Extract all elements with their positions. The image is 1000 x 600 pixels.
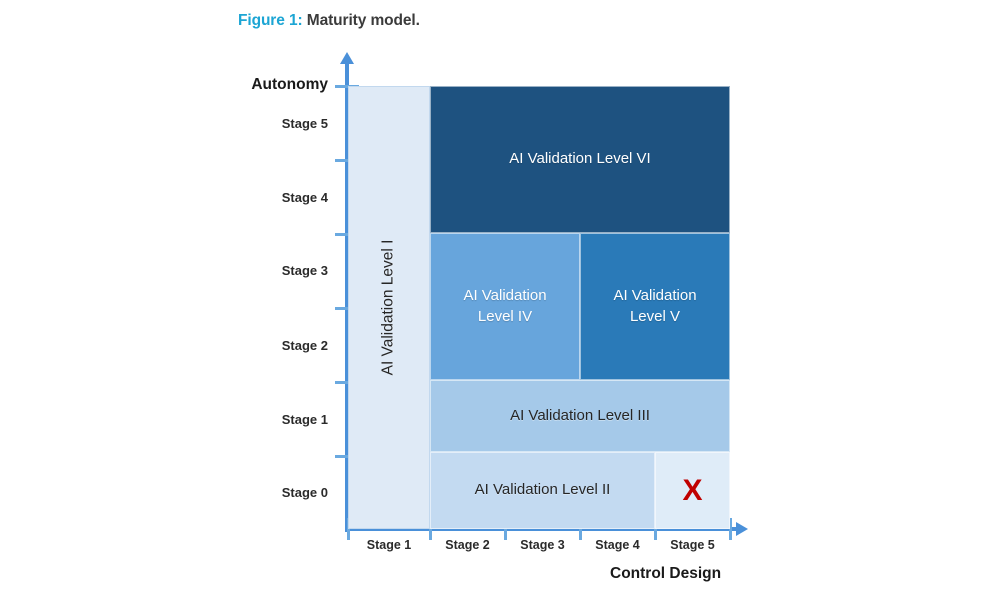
y-tick-stage3 (335, 307, 359, 310)
block-level-5-label-line1: AI Validation (613, 287, 697, 305)
y-axis-line (345, 62, 349, 532)
x-tick-label-stage1: Stage 1 (366, 538, 412, 552)
x-axis-line (346, 527, 738, 531)
y-axis-title: Autonomy (251, 76, 328, 93)
block-level-6-label: AI Validation Level VI (509, 150, 651, 168)
block-level-4-label: AI Validation Level IV (463, 286, 546, 327)
block-ai-validation-level-2[interactable]: AI Validation Level II (430, 452, 655, 529)
x-axis-arrow-icon (736, 522, 748, 536)
block-ai-validation-level-5[interactable]: AI Validation Level V (580, 233, 730, 380)
x-axis-title: Control Design (610, 565, 722, 582)
x-tick-label-stage3: Stage 3 (520, 538, 565, 552)
x-tick-label-stage5: Stage 5 (670, 538, 715, 552)
y-tick-stage2 (335, 381, 359, 384)
figure-caption: Figure 1: Maturity model. (238, 12, 420, 30)
figure-caption-label: Figure 1: (238, 12, 303, 29)
y-tick-label-stage0: Stage 0 (281, 485, 328, 500)
x-tick-label-stage2: Stage 2 (445, 538, 490, 552)
y-tick-label-stage4: Stage 4 (281, 190, 328, 205)
block-ai-validation-level-4[interactable]: AI Validation Level IV (430, 233, 580, 380)
y-tick-stage1 (335, 455, 359, 458)
x-tick-stage5 (729, 518, 732, 540)
block-level-2-label: AI Validation Level II (474, 481, 611, 499)
x-tick-stage4 (654, 518, 657, 540)
y-tick-label-stage3: Stage 3 (281, 263, 328, 278)
block-level-5-label: AI Validation Level V (613, 286, 696, 327)
block-excluded-cell[interactable]: X (655, 452, 730, 529)
y-axis-arrow-icon (340, 52, 354, 64)
block-level-1-label: AI Validation Level I (379, 239, 397, 376)
y-tick-stage4 (335, 233, 359, 236)
x-tick-label-stage4: Stage 4 (595, 538, 640, 552)
block-level-4-label-line2: Level IV (477, 307, 533, 325)
block-level-5-label-line2: Level V (629, 307, 681, 325)
block-ai-validation-level-1[interactable]: AI Validation Level I (348, 86, 430, 529)
cross-icon: X (682, 473, 703, 507)
x-tick-origin (347, 518, 350, 540)
y-tick-top (335, 85, 359, 88)
block-level-3-label: AI Validation Level III (510, 406, 650, 424)
x-tick-stage1 (429, 518, 432, 540)
x-tick-stage2 (504, 518, 507, 540)
y-tick-label-stage2: Stage 2 (281, 338, 328, 353)
figure-caption-text: Maturity model. (302, 12, 420, 29)
y-tick-stage5 (335, 159, 359, 162)
block-ai-validation-level-6[interactable]: AI Validation Level VI (430, 86, 730, 233)
block-level-4-label-line1: AI Validation (463, 287, 547, 305)
y-tick-label-stage1: Stage 1 (281, 412, 328, 427)
block-ai-validation-level-3[interactable]: AI Validation Level III (430, 380, 730, 452)
y-tick-label-stage5: Stage 5 (281, 116, 328, 131)
x-tick-stage3 (579, 518, 582, 540)
